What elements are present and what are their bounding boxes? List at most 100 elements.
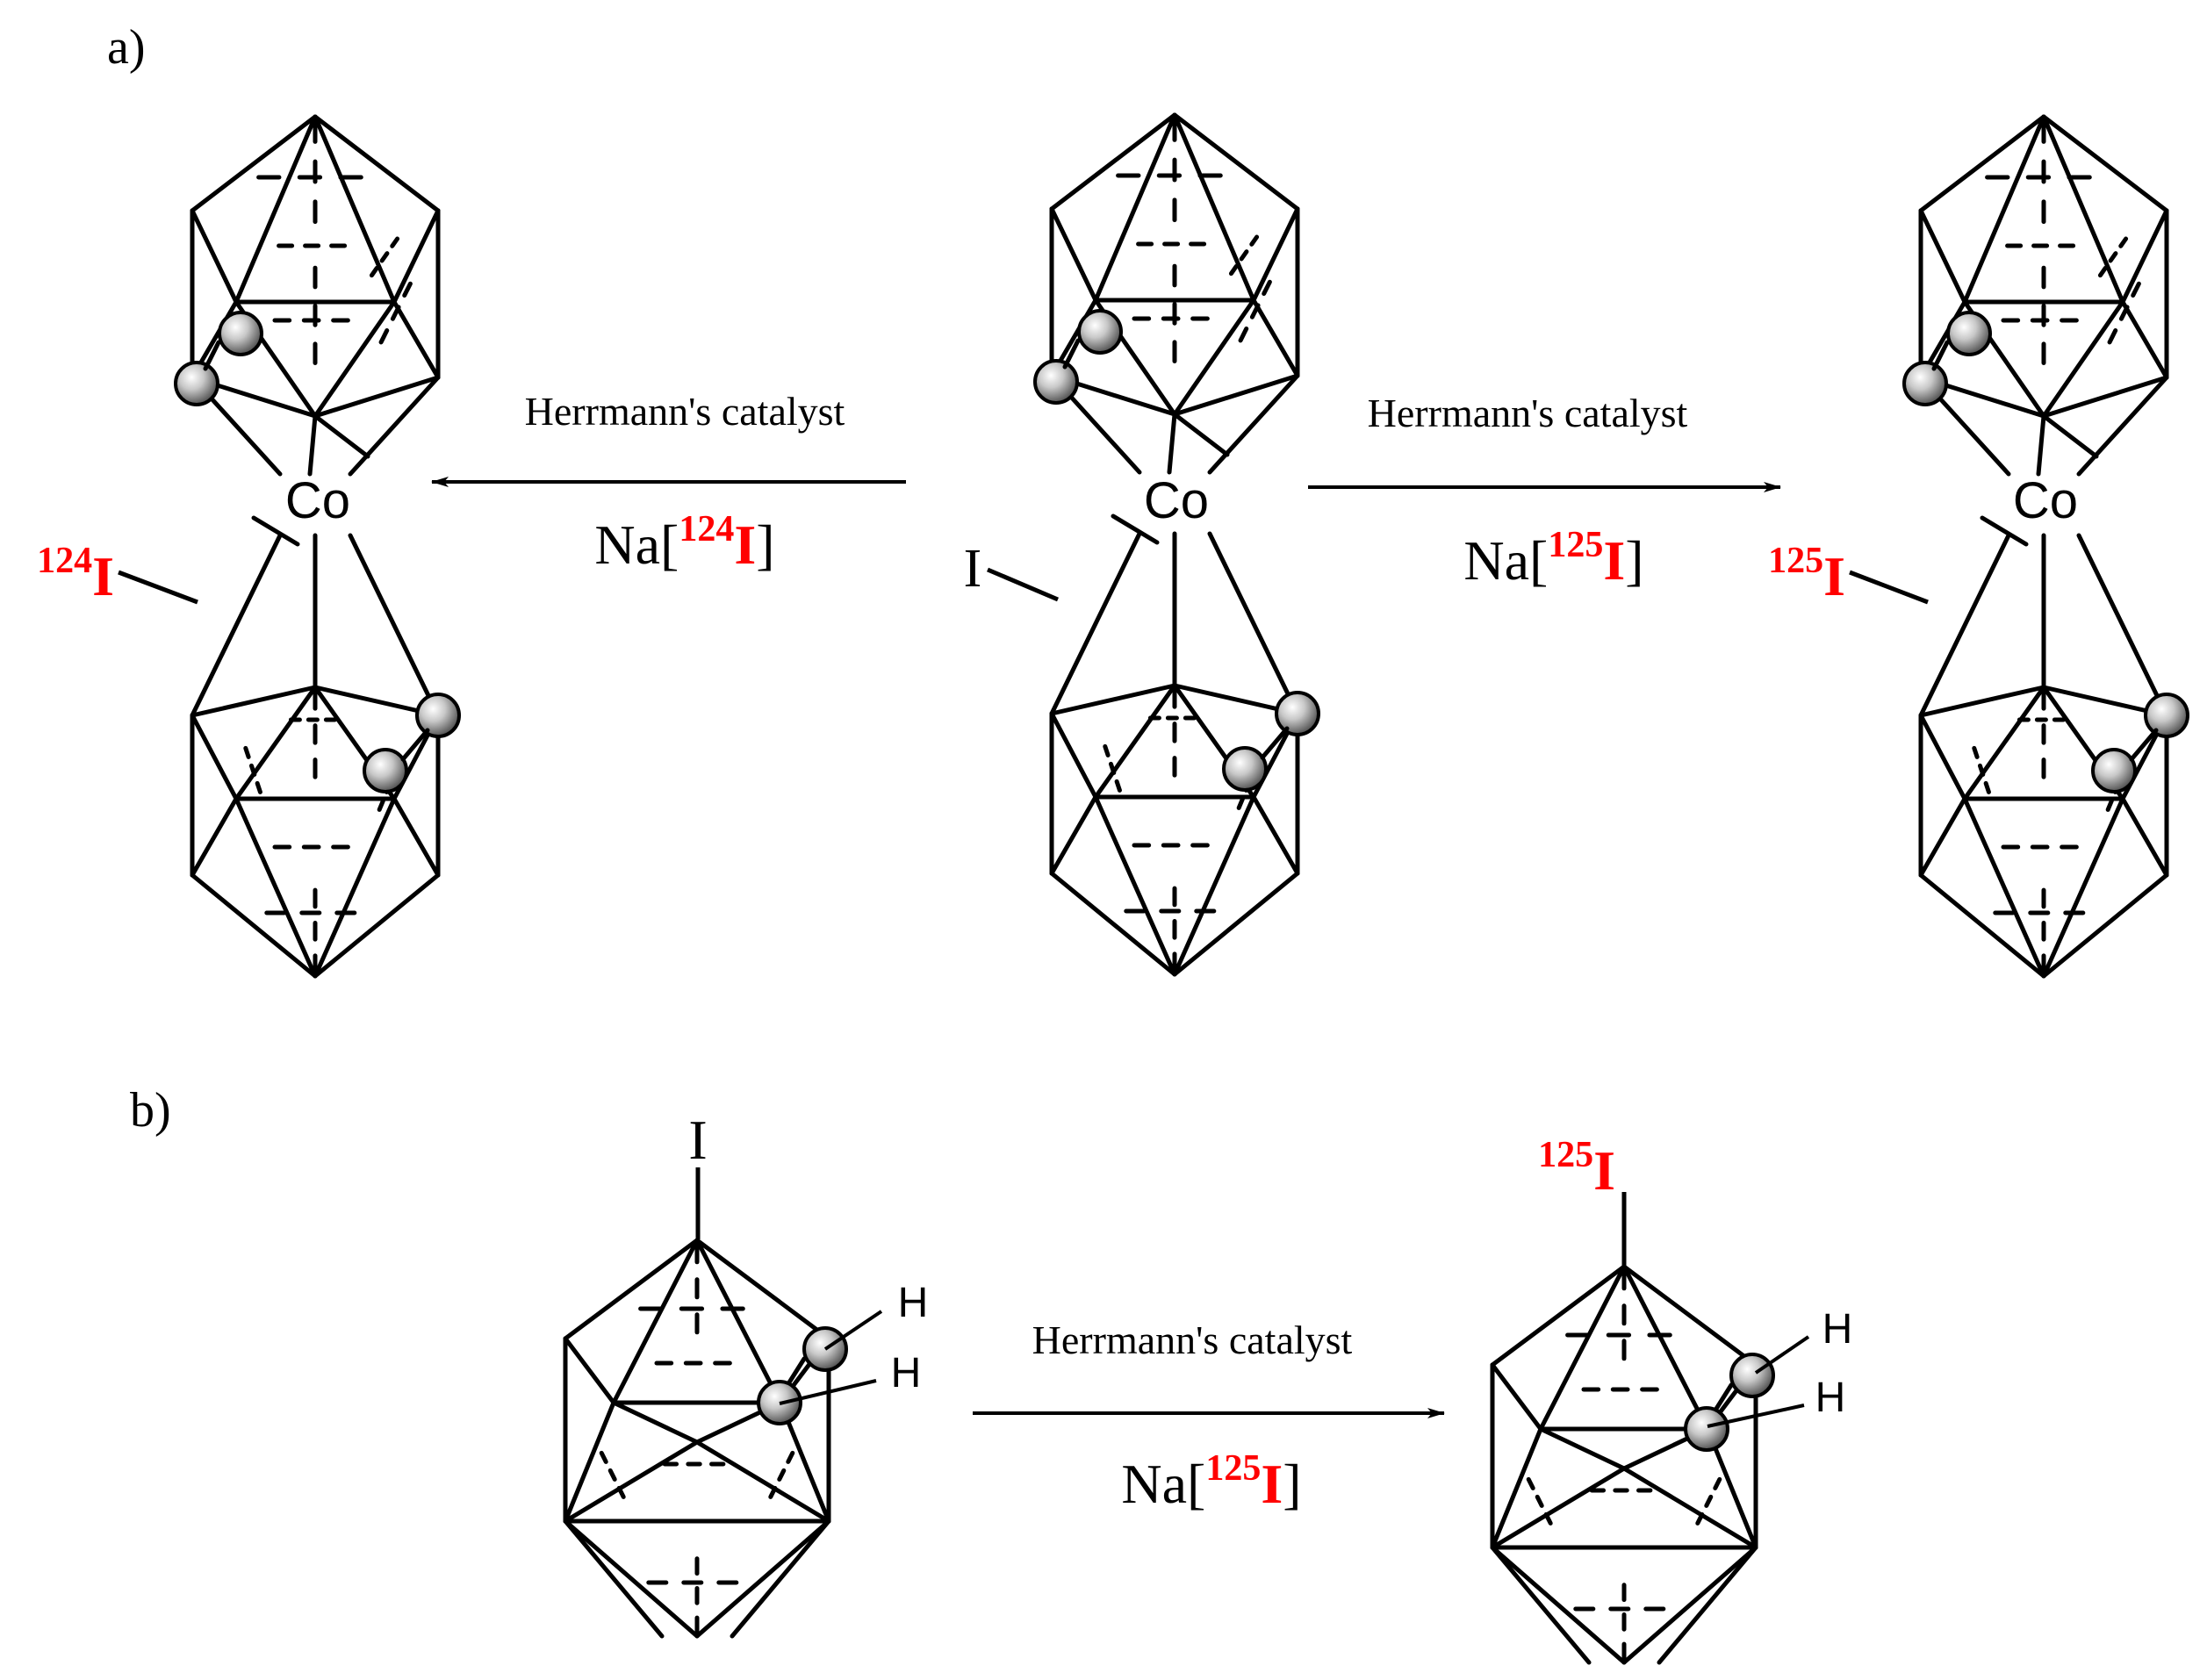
carbon-atom-sphere — [415, 693, 461, 738]
cage-bond — [1490, 1264, 1627, 1368]
cage-bond — [1207, 531, 1300, 716]
carbon-atom-sphere — [2091, 748, 2137, 793]
cage-bond — [694, 1518, 831, 1639]
cage-bond — [1251, 794, 1300, 876]
carbon-atom-sphere — [1033, 359, 1079, 405]
cage-bond — [190, 872, 318, 979]
cage-bond-back — [1972, 745, 1980, 759]
cage-bond — [190, 533, 283, 718]
cage-bond — [2041, 375, 2169, 419]
cage-bond-back — [1695, 1511, 1705, 1526]
carbon-carbon-bond — [1931, 340, 1950, 371]
cage-bond-back — [1108, 761, 1117, 775]
cage-bond — [563, 1336, 616, 1405]
cage-bond — [563, 1238, 700, 1341]
cage-bond-back — [379, 251, 390, 263]
cage-bond — [1049, 683, 1177, 716]
cage-bond — [1538, 1264, 1627, 1432]
cobalt-bis-dicarbollide-product-124 — [174, 114, 461, 979]
panel-label-a: a) — [107, 20, 146, 75]
cage-bond — [392, 299, 441, 380]
cage-bond — [1918, 872, 2046, 979]
cage-bond — [2120, 796, 2169, 878]
cage-bond — [1962, 685, 2046, 801]
iodine-125-label: 125I — [1768, 541, 1845, 607]
cage-bond — [2076, 375, 2169, 477]
hydrogen-label: H — [891, 1350, 922, 1396]
cage-bond — [1111, 513, 1160, 545]
cage-bond — [1918, 208, 1967, 305]
carbon-carbon-bond — [1062, 338, 1081, 370]
cage-bond — [1490, 1466, 1627, 1550]
cage-bond — [1918, 114, 2046, 213]
cage-bond-back — [599, 1450, 608, 1464]
cage-bond-back — [2131, 281, 2141, 298]
hydrogen-label: H — [898, 1280, 929, 1326]
cage-bond — [190, 685, 318, 718]
cage-bond-back — [1713, 1476, 1722, 1490]
cage-bond — [730, 1518, 831, 1639]
cage-bond — [2041, 114, 2169, 213]
cage-bond — [1093, 112, 1177, 303]
hydrogen-bond — [1707, 1404, 1805, 1428]
cage-bond-back — [1249, 234, 1260, 247]
carbon-carbon-bond — [2129, 728, 2159, 762]
cage-bond — [563, 1518, 700, 1639]
reagent-label: Na[125I] — [1463, 525, 1643, 592]
cage-bond-back — [2118, 305, 2130, 321]
cage-bond-back — [390, 305, 401, 321]
cage-bond — [1918, 713, 1967, 801]
cage-bond-back — [255, 780, 262, 794]
carbon-carbon-bond — [203, 340, 221, 371]
cage-bond — [1049, 112, 1177, 212]
cage-bond — [1980, 515, 2029, 547]
cage-bond — [1918, 533, 2011, 718]
cobalt-label: Co — [285, 472, 350, 529]
reagent-label: Na[124I] — [594, 509, 774, 576]
cage-bond — [1049, 711, 1098, 800]
cage-bond-back — [378, 328, 390, 345]
iodine-bond — [118, 570, 198, 605]
cage-bond — [190, 208, 239, 305]
cage-bond-back — [1535, 1494, 1544, 1508]
carbon-carbon-bond — [1260, 726, 1290, 760]
carbon-atom-sphere — [1729, 1353, 1775, 1398]
cage-bond — [348, 375, 441, 477]
carbon-atom-sphere — [1946, 311, 1992, 356]
cage-bond — [611, 1400, 700, 1445]
cage-bond-back — [1114, 779, 1122, 793]
cage-bond — [313, 375, 441, 419]
cage-bond — [313, 299, 397, 419]
cage-bond-back — [777, 1468, 787, 1482]
cage-bond — [2041, 114, 2125, 305]
iodine-bond — [987, 567, 1059, 602]
cage-bond-back — [616, 1485, 626, 1499]
cage-bond — [1049, 206, 1098, 303]
cage-bond-back — [2105, 798, 2114, 812]
cage-bond — [1962, 114, 2046, 305]
cage-bond — [190, 713, 239, 801]
cage-bond — [1490, 1426, 1543, 1550]
cage-bond — [1172, 794, 1256, 977]
cage-bond-back — [1239, 249, 1249, 262]
carbon-atom-sphere — [1222, 746, 1268, 792]
cage-bond — [1049, 794, 1098, 876]
cage-bond — [348, 533, 441, 718]
cage-bond-back — [1526, 1476, 1535, 1490]
cage-bond — [1918, 796, 1967, 878]
cobalt-bis-dicarbollide-product-125 — [1902, 114, 2189, 979]
cage-bond-back — [369, 265, 379, 278]
cage-bond — [1621, 1466, 1758, 1550]
iodine-label: I — [688, 1109, 707, 1171]
catalyst-label: Herrmann's catalyst — [525, 389, 845, 434]
cage-bond-back — [402, 281, 413, 298]
cage-bond — [313, 796, 397, 979]
iodine-label: I — [964, 539, 982, 599]
cage-bond — [1049, 871, 1177, 977]
cage-bond-back — [1983, 780, 1991, 794]
catalyst-label: Herrmann's catalyst — [1368, 391, 1688, 435]
iodine-124-label: 124I — [37, 541, 114, 607]
cage-bond-back — [1228, 263, 1239, 276]
cage-bond — [563, 1439, 700, 1524]
